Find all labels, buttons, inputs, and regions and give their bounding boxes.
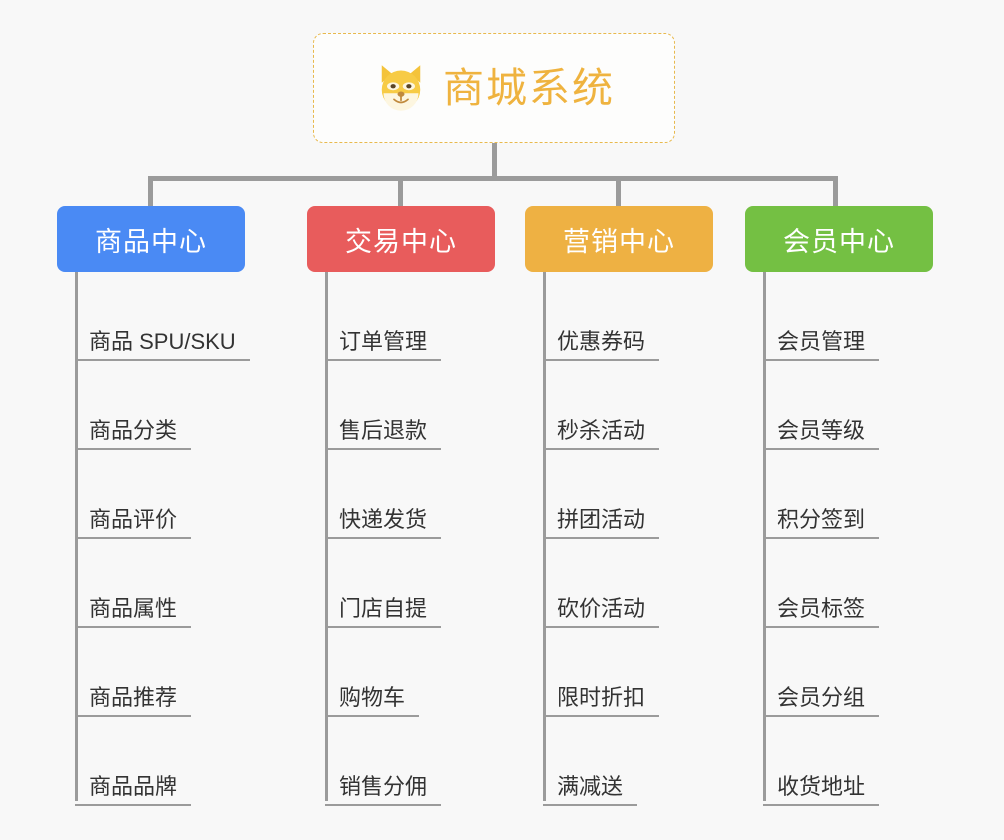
leaf-item[interactable]: 商品评价 — [57, 450, 317, 539]
shiba-dog-face-icon — [381, 65, 421, 111]
leaf-item[interactable]: 商品分类 — [57, 361, 317, 450]
leaf-label: 砍价活动 — [543, 595, 660, 628]
leaf-item[interactable]: 限时折扣 — [525, 628, 755, 717]
category-column-product: 商品中心 商品 SPU/SKU 商品分类 商品评价 商品属性 商品推荐 商品品牌 — [57, 206, 317, 806]
leaf-list-marketing: 优惠券码 秒杀活动 拼团活动 砍价活动 限时折扣 满减送 — [525, 272, 755, 806]
leaf-label: 快递发货 — [325, 506, 442, 539]
connector-drop-2 — [398, 176, 403, 206]
leaf-list-member: 会员管理 会员等级 积分签到 会员标签 会员分组 收货地址 — [745, 272, 975, 806]
leaf-item[interactable]: 会员标签 — [745, 539, 975, 628]
category-header-product[interactable]: 商品中心 — [57, 206, 245, 272]
connector-drop-1 — [148, 176, 153, 206]
leaf-item[interactable]: 售后退款 — [307, 361, 537, 450]
leaf-label: 积分签到 — [763, 506, 880, 539]
leaf-label: 满减送 — [543, 773, 638, 806]
category-header-member[interactable]: 会员中心 — [745, 206, 933, 272]
leaf-label: 商品 SPU/SKU — [75, 328, 250, 361]
leaf-item[interactable]: 收货地址 — [745, 717, 975, 806]
leaf-label: 售后退款 — [325, 417, 442, 450]
leaf-item[interactable]: 拼团活动 — [525, 450, 755, 539]
category-header-trade[interactable]: 交易中心 — [307, 206, 495, 272]
leaf-label: 收货地址 — [763, 773, 880, 806]
leaf-label: 优惠券码 — [543, 328, 660, 361]
leaf-item[interactable]: 优惠券码 — [525, 272, 755, 361]
leaf-item[interactable]: 商品 SPU/SKU — [57, 272, 317, 361]
leaf-label: 商品品牌 — [75, 773, 192, 806]
leaf-label: 商品推荐 — [75, 684, 192, 717]
category-trunk — [325, 272, 328, 801]
leaf-label: 限时折扣 — [543, 684, 660, 717]
connector-root-stem — [492, 143, 497, 179]
leaf-label: 会员等级 — [763, 417, 880, 450]
category-column-trade: 交易中心 订单管理 售后退款 快递发货 门店自提 购物车 销售分佣 — [307, 206, 537, 806]
category-trunk — [763, 272, 766, 801]
leaf-item[interactable]: 商品品牌 — [57, 717, 317, 806]
leaf-item[interactable]: 会员等级 — [745, 361, 975, 450]
category-trunk — [543, 272, 546, 801]
leaf-item[interactable]: 门店自提 — [307, 539, 537, 628]
leaf-item[interactable]: 订单管理 — [307, 272, 537, 361]
root-title: 商城系统 — [443, 64, 615, 111]
leaf-label: 拼团活动 — [543, 506, 660, 539]
leaf-label: 订单管理 — [325, 328, 442, 361]
category-header-marketing[interactable]: 营销中心 — [525, 206, 713, 272]
leaf-label: 秒杀活动 — [543, 417, 660, 450]
leaf-label: 门店自提 — [325, 595, 442, 628]
leaf-list-product: 商品 SPU/SKU 商品分类 商品评价 商品属性 商品推荐 商品品牌 — [57, 272, 317, 806]
connector-drop-3 — [616, 176, 621, 206]
leaf-item[interactable]: 秒杀活动 — [525, 361, 755, 450]
leaf-item[interactable]: 销售分佣 — [307, 717, 537, 806]
leaf-item[interactable]: 购物车 — [307, 628, 537, 717]
leaf-label: 销售分佣 — [325, 773, 442, 806]
leaf-label: 商品评价 — [75, 506, 192, 539]
leaf-label: 商品分类 — [75, 417, 192, 450]
leaf-label: 会员标签 — [763, 595, 880, 628]
leaf-item[interactable]: 会员分组 — [745, 628, 975, 717]
leaf-label: 购物车 — [325, 684, 420, 717]
leaf-list-trade: 订单管理 售后退款 快递发货 门店自提 购物车 销售分佣 — [307, 272, 537, 806]
leaf-label: 会员分组 — [763, 684, 880, 717]
leaf-item[interactable]: 积分签到 — [745, 450, 975, 539]
category-trunk — [75, 272, 78, 801]
category-column-member: 会员中心 会员管理 会员等级 积分签到 会员标签 会员分组 收货地址 — [745, 206, 975, 806]
connector-drop-4 — [833, 176, 838, 206]
leaf-label: 会员管理 — [763, 328, 880, 361]
leaf-item[interactable]: 商品属性 — [57, 539, 317, 628]
category-label: 商品中心 — [95, 226, 207, 257]
leaf-item[interactable]: 砍价活动 — [525, 539, 755, 628]
leaf-label: 商品属性 — [75, 595, 192, 628]
leaf-item[interactable]: 满减送 — [525, 717, 755, 806]
category-column-marketing: 营销中心 优惠券码 秒杀活动 拼团活动 砍价活动 限时折扣 满减送 — [525, 206, 755, 806]
category-label: 交易中心 — [345, 226, 457, 257]
leaf-item[interactable]: 快递发货 — [307, 450, 537, 539]
root-node[interactable]: 商城系统 — [313, 33, 675, 143]
category-label: 营销中心 — [563, 226, 675, 257]
leaf-item[interactable]: 会员管理 — [745, 272, 975, 361]
connector-horizontal-bar — [148, 176, 838, 181]
leaf-item[interactable]: 商品推荐 — [57, 628, 317, 717]
category-label: 会员中心 — [783, 226, 895, 257]
